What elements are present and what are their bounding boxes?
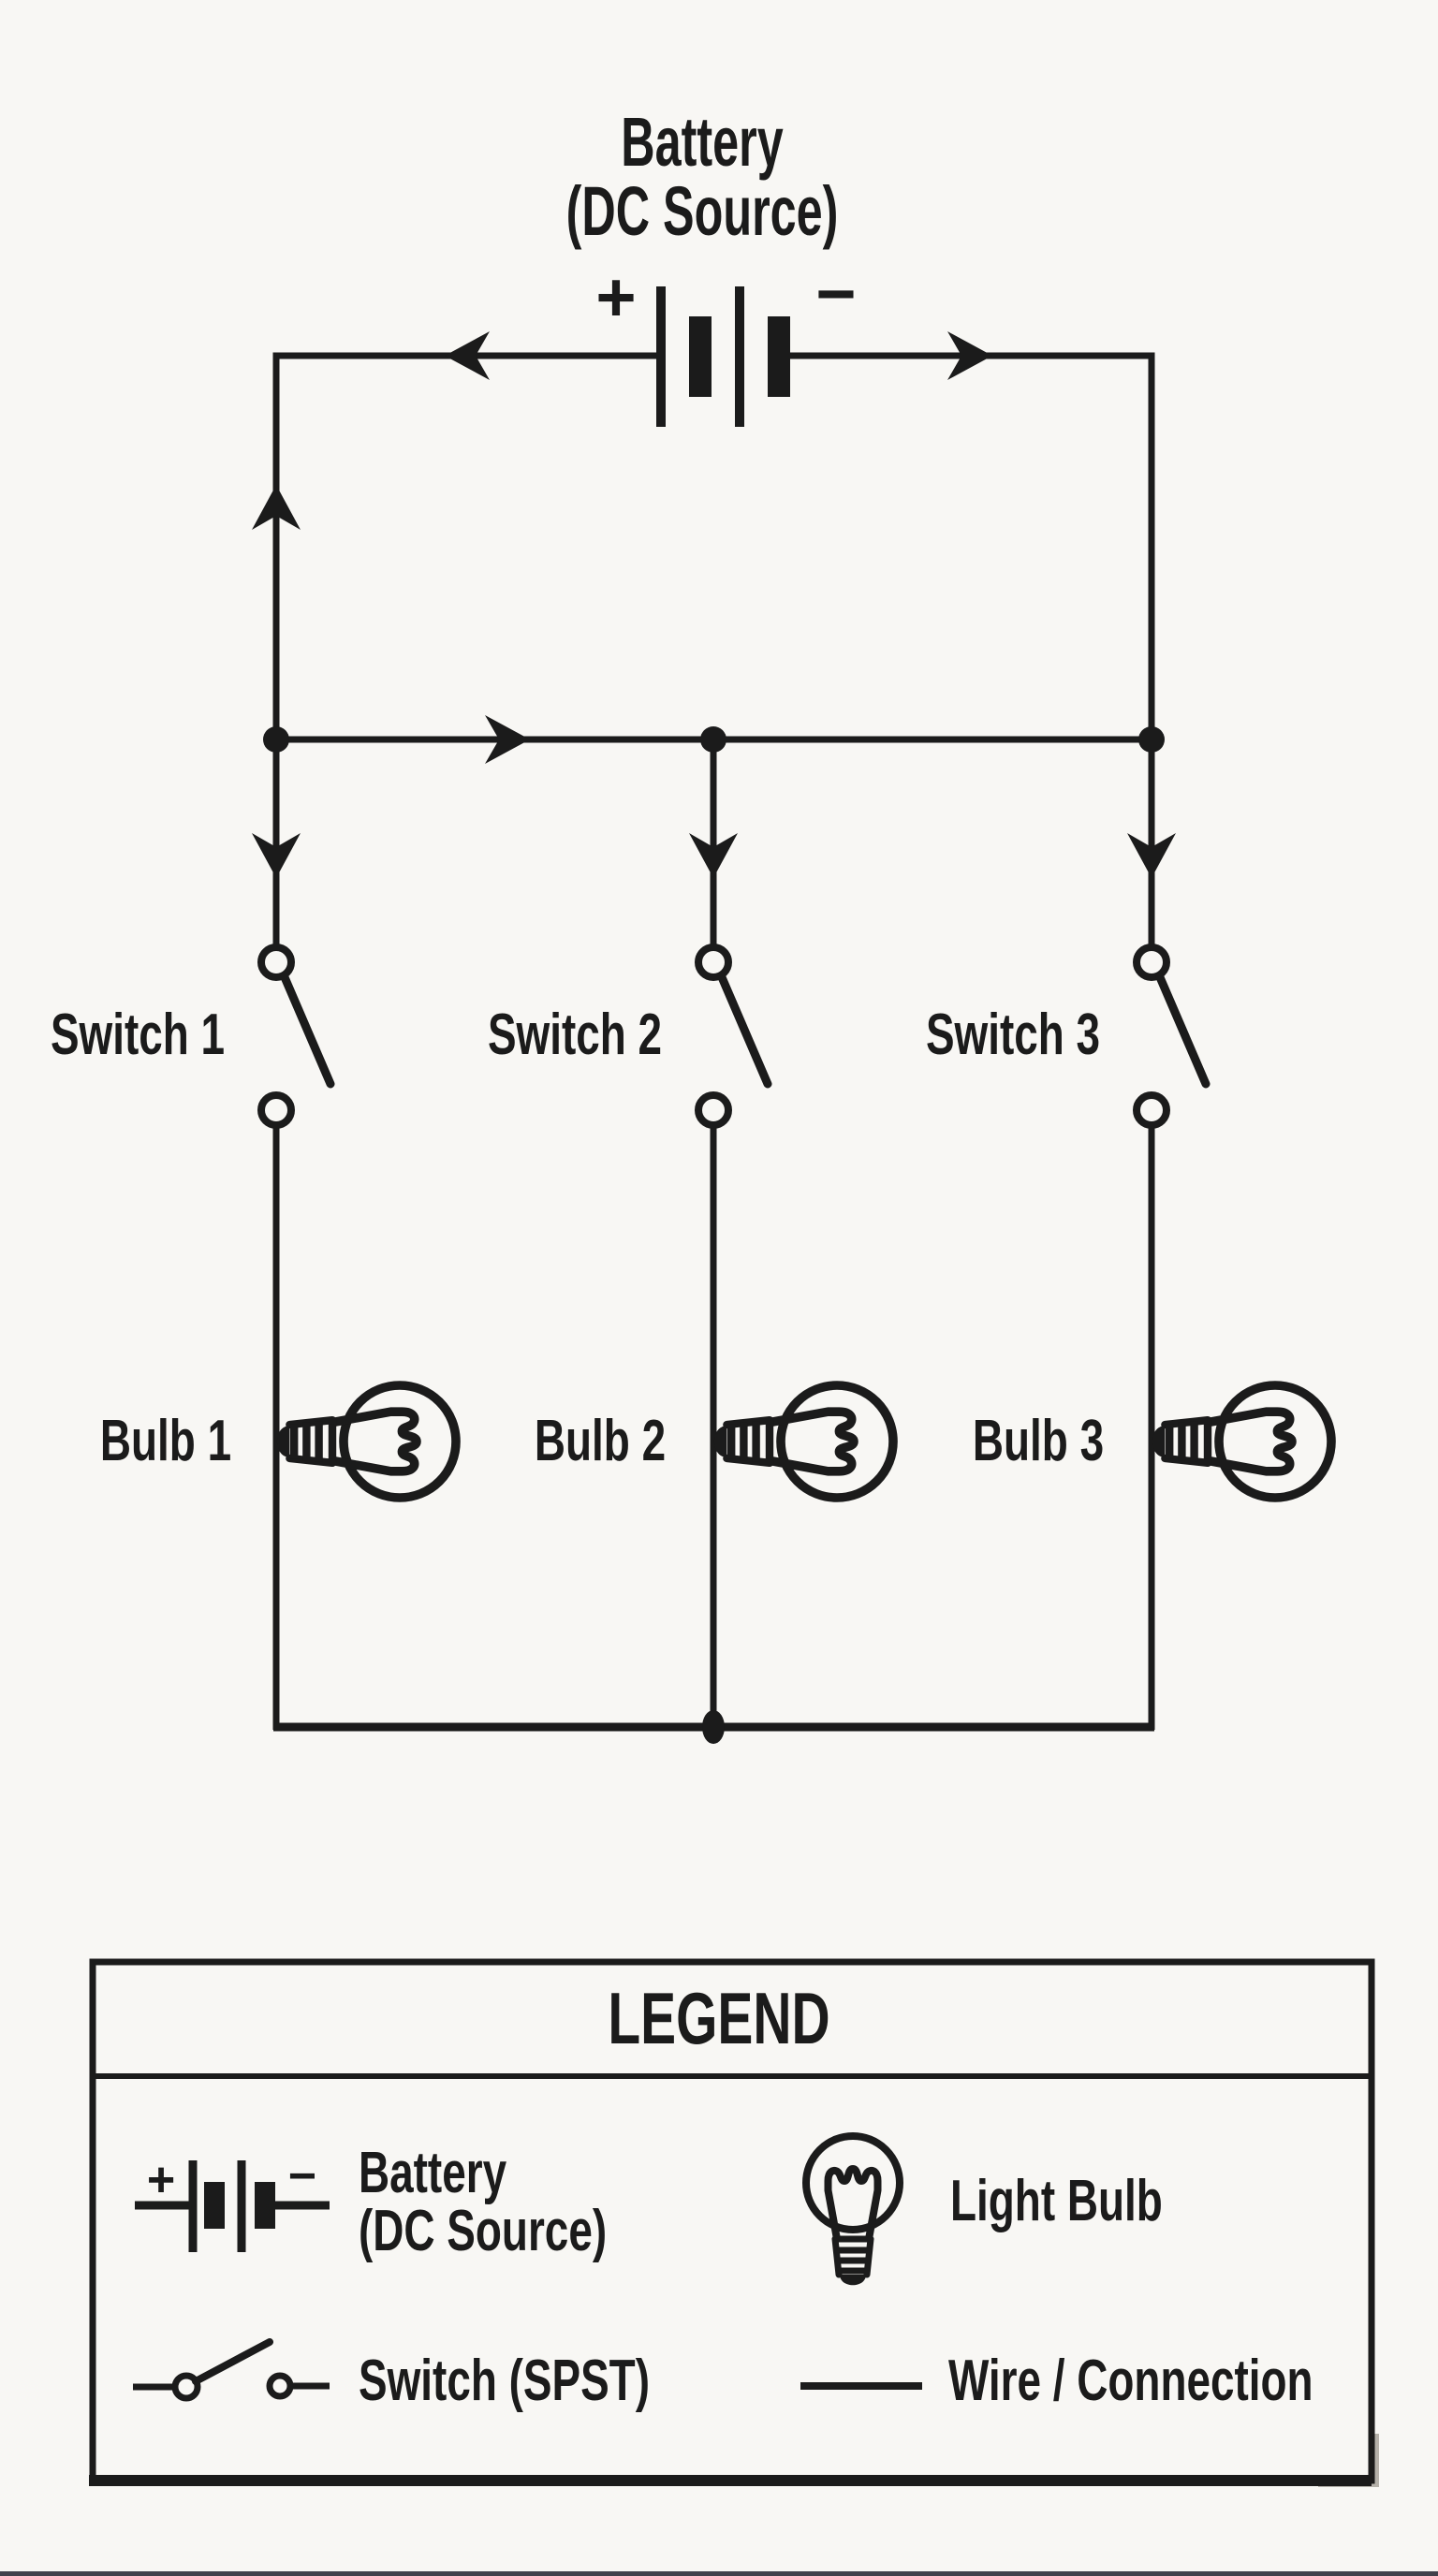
legend-battery-label-line1: Battery <box>359 2141 507 2205</box>
bulb-3-icon <box>1152 1385 1331 1498</box>
switch-1-label: Switch 1 <box>50 1003 226 1067</box>
legend-light-bulb-icon <box>806 2136 900 2285</box>
battery-plus-sign: + <box>595 258 637 336</box>
legend-battery-plus-sign: + <box>146 2153 176 2207</box>
diagram-title-line1: Battery <box>621 103 784 181</box>
bulb-2-label: Bulb 2 <box>534 1409 667 1473</box>
legend-box <box>89 1958 1379 2487</box>
legend-switch-label: Switch (SPST) <box>359 2349 650 2413</box>
current-arrows <box>252 331 1176 878</box>
bulb-2-icon <box>714 1385 893 1498</box>
legend-battery-label-line2: (DC Source) <box>359 2199 608 2263</box>
battery-minus-sign: − <box>815 255 857 332</box>
switch-2-symbol <box>695 944 772 1129</box>
legend-light-bulb-label: Light Bulb <box>950 2169 1163 2233</box>
bulb-1-label: Bulb 1 <box>99 1409 232 1473</box>
legend-wire-label: Wire / Connection <box>948 2349 1313 2413</box>
wire-top-left-loop <box>272 352 656 739</box>
switch-1-symbol <box>257 944 335 1129</box>
arrow-bus-right-icon <box>485 715 530 764</box>
wire-branch-lowers <box>272 1125 1155 1730</box>
junction-dots <box>263 726 1165 1744</box>
bulb-3-label: Bulb 3 <box>972 1409 1105 1473</box>
legend-title: LEGEND <box>608 1977 830 2059</box>
legend-battery-minus-sign: − <box>287 2149 317 2203</box>
arrow-down-icon-3 <box>1127 833 1176 878</box>
arrow-left-icon <box>445 331 490 380</box>
legend-switch-icon <box>133 2338 330 2402</box>
diagram-title-line2: (DC Source) <box>565 172 839 250</box>
legend-battery-icon <box>135 2160 330 2252</box>
switch-2-label: Switch 2 <box>487 1003 663 1067</box>
arrow-right-icon <box>947 331 992 380</box>
arrow-up-icon <box>252 485 301 530</box>
battery-symbol <box>656 286 790 427</box>
arrow-down-icon-1 <box>252 833 301 878</box>
switch-3-symbol <box>1133 944 1211 1129</box>
wire-top-right-loop <box>788 352 1155 739</box>
switch-3-label: Switch 3 <box>925 1003 1101 1067</box>
page-bottom-edge <box>0 2571 1438 2576</box>
arrow-down-icon-2 <box>689 833 738 878</box>
wire-branch-uppers <box>272 739 1155 947</box>
bulb-1-icon <box>277 1385 456 1498</box>
